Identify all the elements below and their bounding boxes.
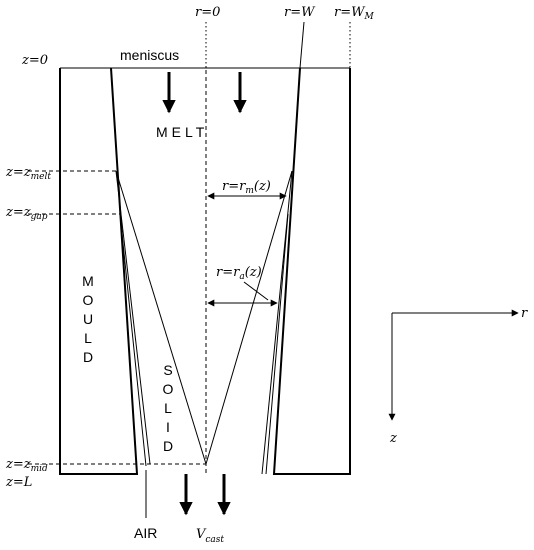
label-air: AIR: [134, 525, 157, 541]
svg-text:D: D: [83, 349, 93, 365]
label-solid: S O L I D: [163, 362, 174, 454]
label-zL: z=L: [5, 475, 32, 490]
label-ra: r=ra(z): [216, 265, 262, 282]
label-zmid: z=zmid: [5, 457, 48, 474]
svg-text:L: L: [164, 400, 172, 416]
svg-text:O: O: [163, 381, 174, 397]
svg-text:S: S: [163, 362, 172, 378]
label-melt: MELT: [156, 124, 208, 140]
right-wall-top-extension: [299, 21, 305, 69]
label-mould: M O U L D: [82, 273, 94, 365]
label-z0: z=0: [21, 53, 48, 68]
left-air-gap-line-2: [119, 213, 147, 467]
label-r0: r=0: [195, 5, 220, 20]
svg-text:D: D: [163, 438, 173, 454]
left-mould-wall: [59, 67, 139, 475]
svg-text:M: M: [82, 273, 94, 289]
ra-leader-line: [243, 281, 269, 301]
right-mould-wall: [272, 67, 351, 475]
svg-text:L: L: [84, 330, 92, 346]
label-zgap: z=zgap: [5, 205, 48, 222]
label-vcast: Vcast: [196, 527, 224, 545]
label-rm: r=rm(z): [222, 179, 271, 196]
right-air-gap-line-2: [265, 213, 289, 475]
label-meniscus: meniscus: [120, 47, 179, 63]
label-rWM: r=WM: [334, 5, 374, 22]
left-air-gap-line: [115, 170, 151, 465]
label-axis-z: z: [389, 431, 397, 446]
svg-text:O: O: [83, 292, 94, 308]
right-solid-front: [205, 170, 293, 465]
svg-text:U: U: [83, 311, 93, 327]
left-solid-front: [115, 170, 207, 465]
label-zmelt: z=zmelt: [5, 165, 51, 182]
svg-text:I: I: [166, 419, 170, 435]
label-rW: r=W: [284, 5, 316, 20]
label-axis-r: r: [521, 306, 528, 321]
